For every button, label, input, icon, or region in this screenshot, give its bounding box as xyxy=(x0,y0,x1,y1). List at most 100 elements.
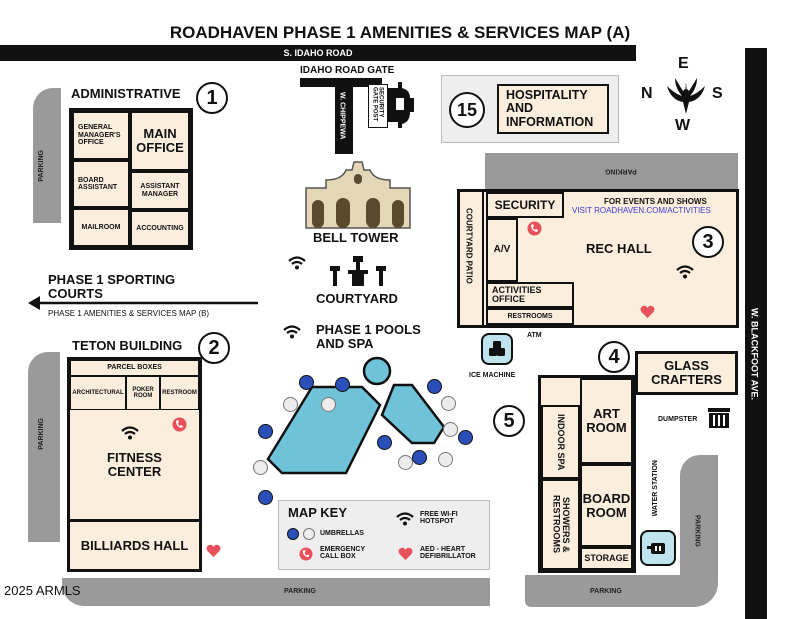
umbrella-blue-icon xyxy=(412,450,427,465)
room-board-assistant: BOARD ASSISTANT xyxy=(72,160,130,208)
rec-activities-link[interactable]: VISIT ROADHAVEN.COM/ACTIVITIES xyxy=(572,206,711,215)
room-security: SECURITY xyxy=(486,192,564,218)
compass-n: N xyxy=(641,85,653,102)
room-activities-label: ACTIVITIES OFFICE xyxy=(492,284,542,304)
room-rec-restrooms: RESTROOMS xyxy=(486,308,574,325)
wifi-key-icon xyxy=(396,512,414,526)
umbrella-white-icon xyxy=(321,397,336,412)
rec-parking xyxy=(485,153,738,189)
rec-parking-label: PARKING xyxy=(605,167,637,175)
teton-parking-label: PARKING xyxy=(38,418,45,450)
water-station-label: WATER STATION xyxy=(652,460,659,517)
map-key-aed: AED - HEART DEFIBRILLATOR xyxy=(420,546,476,561)
gate-post-label: SECURITY GATE POST xyxy=(371,87,384,122)
room-parcel-boxes: PARCEL BOXES xyxy=(70,360,199,376)
bottom-parking-left xyxy=(62,578,490,606)
room-av: A/V xyxy=(486,218,518,282)
umbrella-white-icon xyxy=(441,396,456,411)
admin-parking-label: PARKING xyxy=(38,150,45,182)
room-gm-office: GENERAL MANAGER'S OFFICE xyxy=(72,111,130,160)
room-accounting: ACCOUNTING xyxy=(130,210,190,247)
compass-w: W xyxy=(675,117,691,134)
pool-shape xyxy=(266,356,446,475)
umbrella-white-icon xyxy=(443,422,458,437)
umbrella-blue-icon xyxy=(377,435,392,450)
umbrella-blue-icon xyxy=(427,379,442,394)
dumpster-label: DUMPSTER xyxy=(658,416,698,423)
emergency-call-icon xyxy=(527,221,542,236)
room-board-assistant-label: BOARD ASSISTANT xyxy=(78,176,118,191)
rec-number: 3 xyxy=(692,226,724,258)
room-restroom-label: RESTROOM xyxy=(162,389,197,396)
emergency-call-key-icon xyxy=(299,547,313,561)
bottom-parking-right xyxy=(525,575,718,607)
umbrella-white-icon xyxy=(253,460,268,475)
chippewa-label: W. CHIPPEWA xyxy=(338,92,346,140)
room-main-label: MAIN OFFICE xyxy=(136,126,184,155)
gate-post: SECURITY GATE POST xyxy=(368,84,388,128)
room-gm-label: GENERAL MANAGER'S OFFICE xyxy=(78,124,121,147)
bell-tower-label: BELL TOWER xyxy=(313,230,399,245)
umbrella-blue-icon xyxy=(299,375,314,390)
emergency-call-icon xyxy=(172,417,187,432)
room-activities-office: ACTIVITIES OFFICE xyxy=(486,282,574,308)
room-storage: STORAGE xyxy=(580,547,633,570)
right-parking-label: PARKING xyxy=(693,515,701,547)
number-5: 5 xyxy=(493,405,525,437)
room-showers: SHOWERS & RESTROOMS xyxy=(541,479,580,570)
arrow-left-icon xyxy=(28,296,258,310)
hospitality-number: 15 xyxy=(449,92,485,128)
room-showers-label: SHOWERS & RESTROOMS xyxy=(551,495,571,554)
courtyard-patio-label: COURTYARD PATIO xyxy=(464,208,474,284)
hospitality-label: HOSPITALITY AND INFORMATION xyxy=(506,88,594,129)
water-station xyxy=(640,530,676,566)
umbrella-blue-icon xyxy=(258,424,273,439)
room-security-label: SECURITY xyxy=(494,197,556,212)
umbrella-blue-icon xyxy=(458,430,473,445)
room-assistant-manager-label: ASSISTANT MANAGER xyxy=(140,183,180,198)
bottom-parking-left-label: PARKING xyxy=(284,588,316,595)
gate-arch-icon xyxy=(388,82,414,128)
idaho-road-label: S. IDAHO ROAD xyxy=(283,48,353,58)
room-accounting-label: ACCOUNTING xyxy=(136,224,184,232)
copyright: 2025 ARMLS xyxy=(4,583,81,598)
room-av-label: A/V xyxy=(493,243,511,255)
gate-road-h xyxy=(300,78,382,87)
room-architectural-label: ARCHITECTURAL xyxy=(72,389,124,396)
chippewa-road: W. CHIPPEWA xyxy=(335,84,353,154)
bell-tower-icon xyxy=(305,161,411,229)
umbrella-white-key-icon xyxy=(303,528,315,540)
room-art: ART ROOM xyxy=(580,378,633,464)
fountain-icon xyxy=(330,256,386,286)
map-key-emergency: EMERGENCY CALL BOX xyxy=(320,546,365,561)
blackfoot-road: W. BLACKFOOT AVE. xyxy=(745,48,767,619)
right-parking xyxy=(680,455,718,575)
ice-machine xyxy=(481,333,513,365)
courtyard-label: COURTYARD xyxy=(316,291,398,306)
admin-title: ADMINISTRATIVE xyxy=(71,86,181,101)
wifi-icon xyxy=(121,426,139,440)
room-indoor-spa: INDOOR SPA xyxy=(541,405,580,479)
room-restroom: RESTROOM xyxy=(160,376,199,410)
umbrella-blue-key-icon xyxy=(287,528,299,540)
room-mailroom-label: MAILROOM xyxy=(81,223,121,231)
teton-title: TETON BUILDING xyxy=(72,338,183,353)
umbrella-blue-icon xyxy=(335,377,350,392)
room-architectural: ARCHITECTURAL xyxy=(70,376,126,410)
compass-s: S xyxy=(712,85,723,102)
ice-cubes-icon xyxy=(489,341,505,356)
aed-heart-icon xyxy=(640,305,655,318)
room-billiards-hall: BILLIARDS HALL xyxy=(67,519,202,572)
room-glass-label: GLASS CRAFTERS xyxy=(651,358,722,387)
admin-parking xyxy=(33,88,61,223)
map-key-wifi: FREE WI-FI HOTSPOT xyxy=(420,511,458,526)
room-mailroom: MAILROOM xyxy=(72,208,130,247)
umbrella-white-icon xyxy=(398,455,413,470)
sporting-map-b-link: PHASE 1 AMENITIES & SERVICES MAP (B) xyxy=(48,309,210,318)
aed-heart-key-icon xyxy=(398,547,413,560)
rec-events-line1: FOR EVENTS AND SHOWS xyxy=(604,197,707,206)
map-key-title: MAP KEY xyxy=(288,505,347,520)
umbrella-white-icon xyxy=(283,397,298,412)
water-fountain-icon xyxy=(647,543,665,554)
